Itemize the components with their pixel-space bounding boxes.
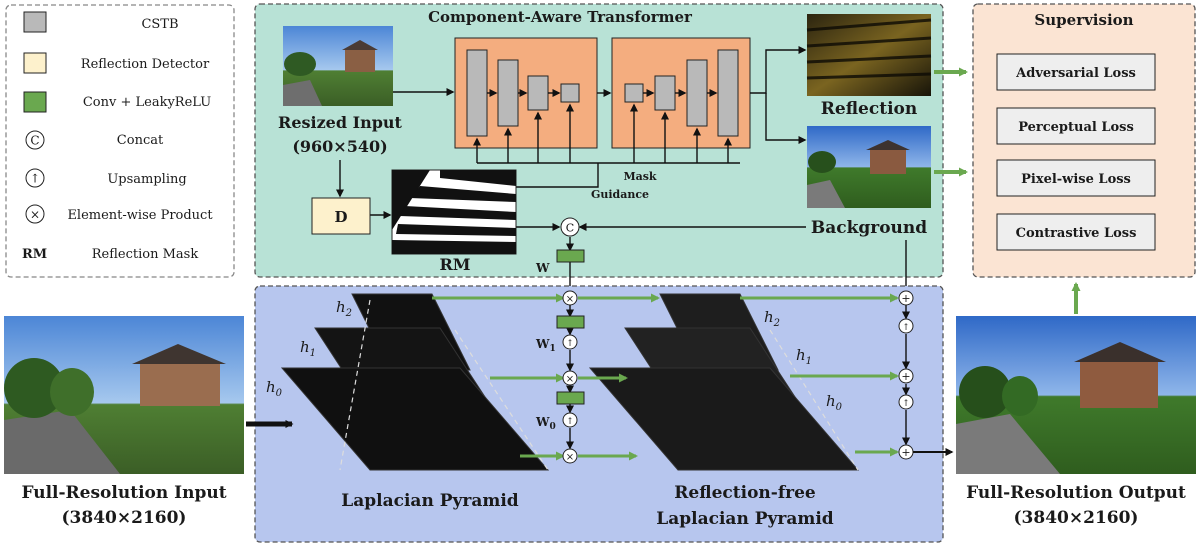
rm-label: RM bbox=[439, 255, 470, 274]
reflection-free-label-1: Reflection-free bbox=[674, 483, 816, 503]
plus-node: + bbox=[898, 444, 914, 460]
legend-detector-label: Reflection Detector bbox=[81, 57, 210, 72]
resized-input-size: (960×540) bbox=[292, 137, 387, 156]
h0-hat-label: h0 bbox=[826, 392, 843, 413]
w-label: W bbox=[535, 261, 550, 275]
cstb-block bbox=[717, 49, 739, 137]
legend-conv-label: Conv + LeakyReLU bbox=[83, 95, 211, 110]
cstb-block bbox=[466, 49, 488, 137]
reflection-image bbox=[806, 14, 932, 96]
cstb-block bbox=[527, 75, 549, 111]
svg-text:×: × bbox=[566, 374, 574, 385]
cstb-block bbox=[686, 59, 708, 127]
product-node: × bbox=[562, 448, 578, 464]
legend-panel: CSTB Reflection Detector Conv + LeakyReL… bbox=[5, 4, 235, 278]
perceptual-loss-label: Perceptual Loss bbox=[1018, 120, 1134, 135]
svg-text:×: × bbox=[30, 208, 40, 222]
cstb-block bbox=[497, 59, 519, 127]
h1-label: h1 bbox=[300, 338, 316, 359]
h0-label: h0 bbox=[266, 378, 283, 399]
svg-text:↑: ↑ bbox=[902, 323, 910, 333]
svg-text:×: × bbox=[566, 452, 574, 463]
reflection-detector: D bbox=[311, 197, 371, 235]
transformer-panel: Component-Aware Transformer Resized Inpu… bbox=[254, 3, 944, 295]
upsampling-node: ↑ bbox=[898, 394, 914, 410]
full-resolution-input-size: (3840×2160) bbox=[62, 508, 187, 528]
h2-label: h2 bbox=[336, 298, 352, 319]
legend-cstb-label: CSTB bbox=[141, 17, 178, 32]
full-resolution-input-image bbox=[4, 316, 244, 474]
svg-text:↑: ↑ bbox=[902, 399, 910, 409]
conv-swatch bbox=[23, 91, 47, 113]
pixel-loss-label: Pixel-wise Loss bbox=[1021, 172, 1131, 187]
laplacian-pyramid-label: Laplacian Pyramid bbox=[341, 491, 519, 511]
svg-text:C: C bbox=[30, 134, 39, 148]
mask-guidance-label: Mask bbox=[623, 170, 656, 183]
h1-hat-label: h1 bbox=[796, 346, 812, 367]
full-resolution-output-size: (3840×2160) bbox=[1014, 508, 1139, 528]
plus-node: + bbox=[898, 290, 914, 306]
h2-hat-label: h2 bbox=[764, 308, 780, 329]
svg-text:×: × bbox=[566, 294, 574, 305]
supervision-title: Supervision bbox=[1034, 11, 1133, 29]
svg-text:↑: ↑ bbox=[30, 172, 40, 186]
pixel-loss-box bbox=[996, 159, 1156, 197]
background-image bbox=[807, 126, 931, 208]
svg-text:D: D bbox=[334, 208, 347, 226]
adversarial-loss-label: Adversarial Loss bbox=[1015, 66, 1136, 81]
w0-label: W0 bbox=[535, 415, 556, 432]
legend-concat-label: Concat bbox=[117, 133, 164, 148]
laplacian-pyramid bbox=[280, 293, 550, 471]
adversarial-loss-box bbox=[996, 53, 1156, 91]
reflection-free-pyramid bbox=[588, 293, 860, 471]
background-label: Background bbox=[811, 218, 927, 238]
svg-text:+: + bbox=[901, 370, 910, 383]
plus-node: + bbox=[898, 368, 914, 384]
reflection-label: Reflection bbox=[821, 99, 917, 119]
upsampling-node: ↑ bbox=[898, 318, 914, 334]
conv-block bbox=[556, 315, 585, 329]
legend-upsampling-label: Upsampling bbox=[107, 172, 186, 187]
product-node: × bbox=[562, 370, 578, 386]
upsampling-node: ↑ bbox=[562, 412, 578, 428]
concat-icon: C bbox=[25, 130, 45, 150]
resized-input-label: Resized Input bbox=[278, 113, 403, 132]
svg-text:↑: ↑ bbox=[566, 339, 574, 349]
reflection-mask-image bbox=[391, 169, 517, 255]
contrastive-loss-label: Contrastive Loss bbox=[1016, 226, 1137, 241]
product-node: × bbox=[562, 290, 578, 306]
resized-input-image bbox=[283, 26, 393, 106]
upsampling-icon: ↑ bbox=[25, 168, 45, 188]
supervision-panel: Supervision Adversarial Loss Perceptual … bbox=[972, 3, 1196, 278]
transformer-title: Component-Aware Transformer bbox=[428, 8, 693, 26]
perceptual-loss-box bbox=[996, 107, 1156, 145]
cstb-block bbox=[560, 83, 580, 103]
upsampling-node: ↑ bbox=[562, 334, 578, 350]
product-icon: × bbox=[25, 204, 45, 224]
concat-node: C bbox=[560, 217, 580, 237]
contrastive-loss-box bbox=[996, 213, 1156, 251]
conv-block bbox=[556, 391, 585, 405]
svg-text:↑: ↑ bbox=[566, 417, 574, 427]
detector-swatch bbox=[23, 52, 47, 74]
mask-guidance-label-2: Guidance bbox=[591, 188, 649, 201]
w1-label: W1 bbox=[535, 337, 556, 354]
pyramid-panel: h2 h1 h0 Laplacian Pyramid h2 h1 h0 Refl… bbox=[254, 285, 944, 543]
conv-block bbox=[556, 249, 585, 263]
cstb-block bbox=[654, 75, 676, 111]
svg-text:C: C bbox=[566, 222, 574, 235]
cstb-block bbox=[624, 83, 644, 103]
full-resolution-output-label: Full-Resolution Output bbox=[966, 483, 1186, 503]
legend-product-label: Element-wise Product bbox=[67, 208, 213, 223]
svg-text:+: + bbox=[901, 446, 910, 459]
full-resolution-input-label: Full-Resolution Input bbox=[21, 483, 226, 503]
reflection-free-label-2: Laplacian Pyramid bbox=[656, 509, 834, 529]
full-resolution-output-image bbox=[956, 316, 1196, 474]
cstb-swatch bbox=[23, 11, 47, 33]
svg-text:+: + bbox=[901, 292, 910, 305]
legend-rm-abbr: RM bbox=[22, 247, 47, 262]
legend-rm-label: Reflection Mask bbox=[92, 247, 199, 262]
